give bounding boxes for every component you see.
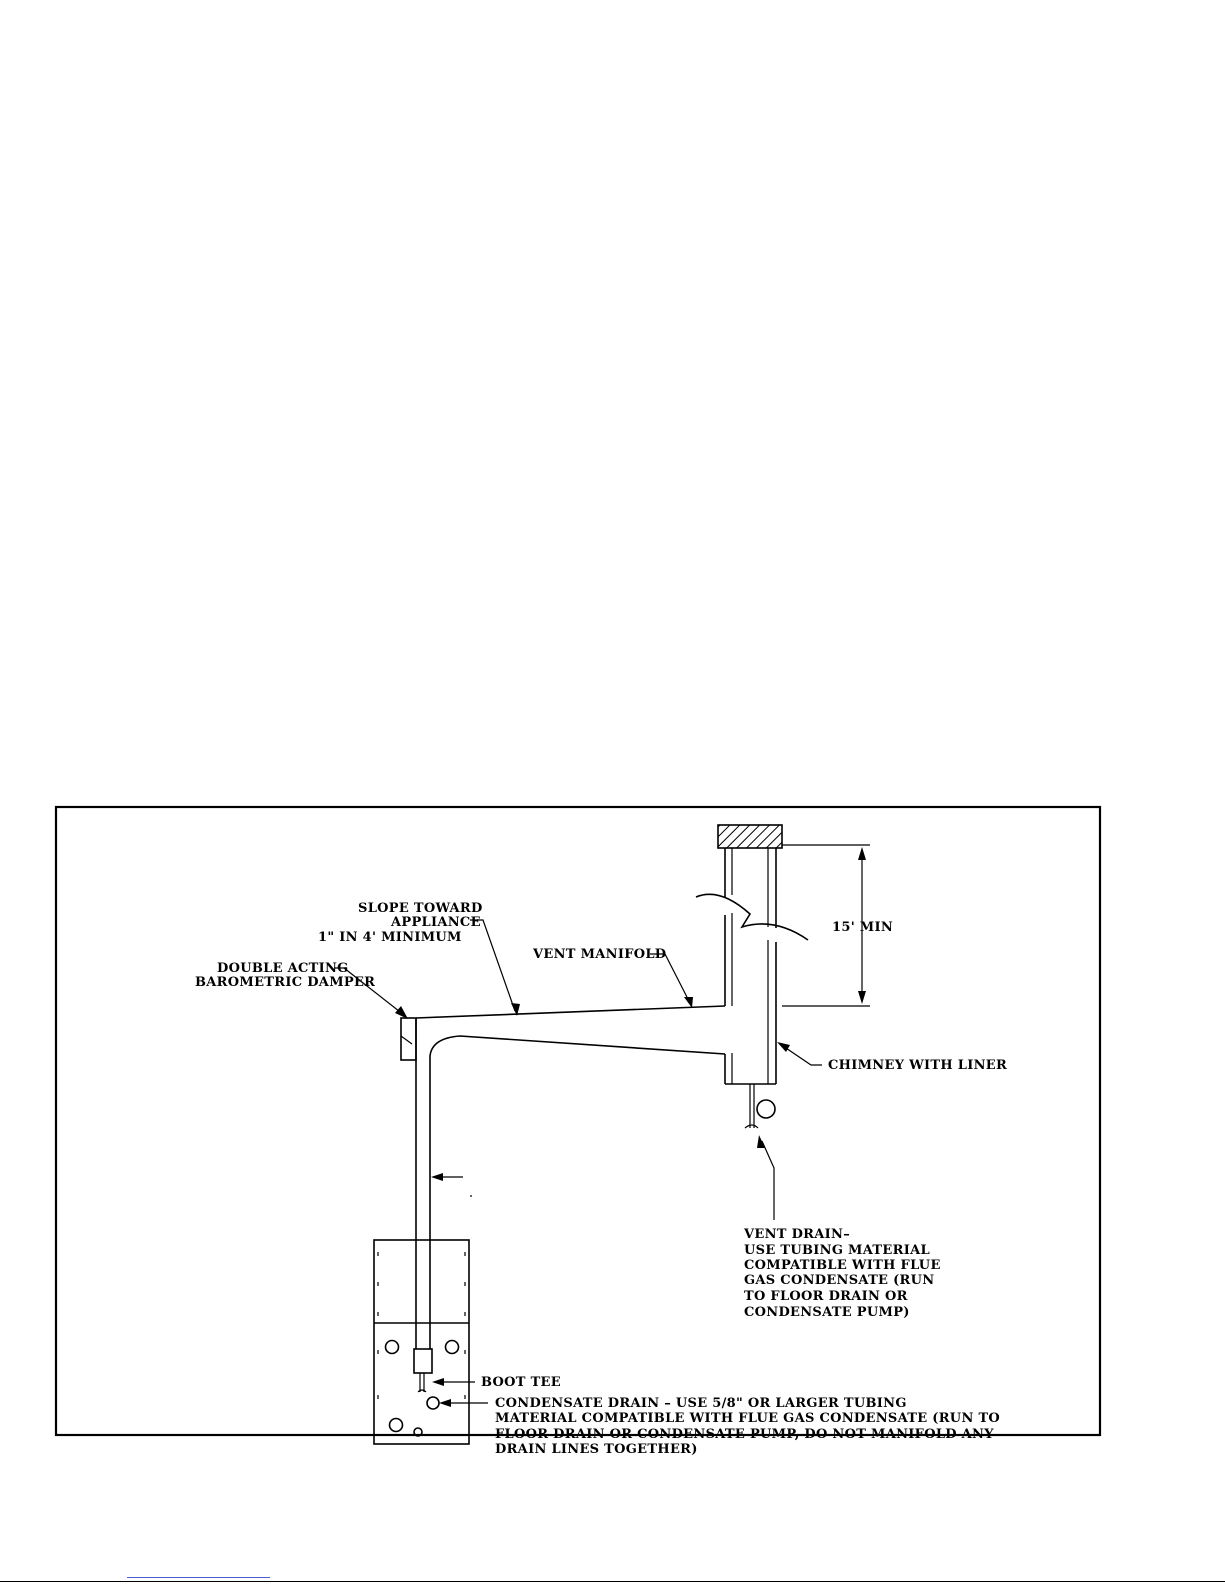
appliance — [373, 1239, 470, 1445]
barometric-damper — [400, 1017, 417, 1061]
slope-label-line1: SLOPE TOWARD — [358, 901, 483, 916]
vent-manifold-label: VENT MANIFOLD — [532, 947, 666, 962]
vent-drain-label-line3: COMPATIBLE WITH FLUE — [744, 1258, 941, 1273]
slope-label-line2: APPLIANCE — [390, 915, 481, 930]
vent-drain-label-line6: CONDENSATE PUMP) — [744, 1305, 910, 1320]
footer-link-underline[interactable] — [127, 1577, 270, 1578]
chimney — [695, 848, 809, 1085]
vent-drain-label-line5: TO FLOOR DRAIN OR — [744, 1289, 908, 1304]
diagram-frame — [54, 805, 1102, 1437]
condensate-drain-label-line2: MATERIAL COMPATIBLE WITH FLUE GAS CONDEN… — [495, 1411, 1000, 1426]
slope-label-line3: 1" IN 4' MINIMUM — [318, 930, 462, 945]
vent-drain-label-line1: VENT DRAIN– — [743, 1227, 850, 1242]
vent-drain-label-line4: GAS CONDENSATE (RUN — [744, 1273, 934, 1288]
chimney-cap — [717, 824, 783, 849]
condensate-drain-label-line4: DRAIN LINES TOGETHER) — [495, 1442, 698, 1457]
condensate-drain-trap — [426, 1396, 440, 1410]
boot-tee — [413, 1348, 433, 1374]
damper-label-line1: DOUBLE ACTING — [217, 961, 349, 976]
height-dimension — [782, 844, 870, 1007]
condensate-drain-label-line3: FLOOR DRAIN OR CONDENSATE PUMP, DO NOT M… — [495, 1427, 994, 1442]
vent-manifold — [415, 1005, 726, 1349]
damper-label-line2: BAROMETRIC DAMPER — [195, 975, 375, 990]
chimney-label: CHIMNEY WITH LINER — [828, 1058, 1007, 1073]
min-height-label: 15' MIN — [832, 920, 893, 935]
condensate-drain-label-line1: CONDENSATE DRAIN – USE 5/8" OR LARGER TU… — [495, 1396, 907, 1411]
footer-rule — [0, 1581, 1225, 1582]
vent-drain-label-line2: USE TUBING MATERIAL — [744, 1243, 930, 1258]
boot-tee-label: BOOT TEE — [481, 1375, 561, 1390]
vent-drain-trap — [756, 1099, 776, 1119]
